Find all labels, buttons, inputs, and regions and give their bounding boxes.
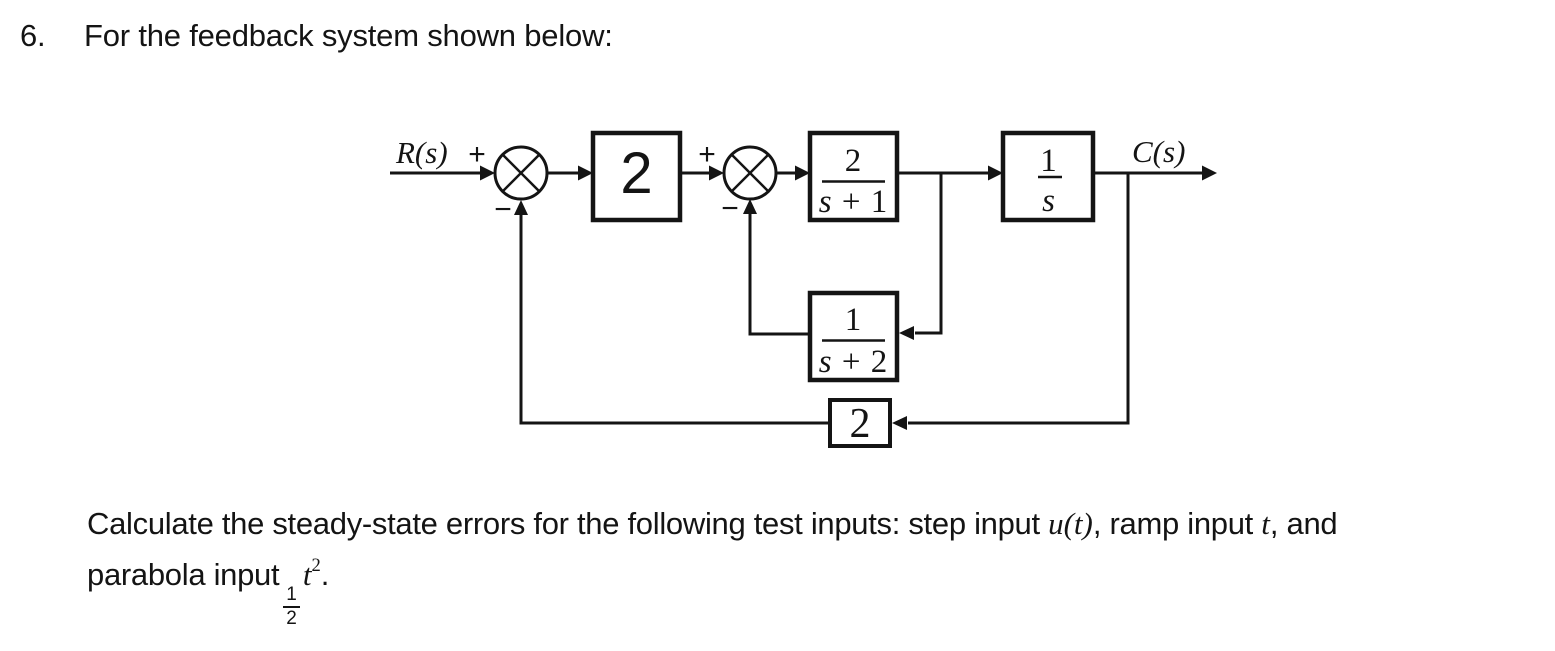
sum1-minus-sign: − (494, 193, 512, 226)
parabola-exponent: 2 (311, 555, 321, 576)
step-input-math: u(t) (1048, 506, 1093, 541)
feedback-block-gain-2-label: 2 (850, 401, 871, 447)
ramp-input-math: t (1261, 506, 1270, 541)
block-1-over-s-plus-2-box (807, 290, 900, 383)
summing-junction-2-circle (722, 145, 778, 201)
outer-feedback-takeoff-wire (908, 173, 1130, 425)
block-1-over-s-plus-2-numerator: 1 (845, 302, 863, 338)
g1-to-sum2-arrowhead (709, 165, 724, 181)
block-2-over-s-plus-1-denominator: s + 1 (819, 184, 888, 220)
output-arrowhead (1202, 165, 1217, 181)
block-2-over-s-plus-1-box (807, 130, 900, 223)
outer-feedback-into-sum1-arrowhead (514, 200, 528, 215)
inner-feedback-into-h1-arrowhead (899, 326, 914, 340)
block-2-over-s-plus-1: 2 s + 1 (807, 130, 900, 223)
block-1-over-s-plus-2: 1 s + 2 (807, 290, 900, 383)
sum2-plus-sign: + (698, 138, 716, 171)
block-gain-2-label: 2 (620, 141, 652, 206)
question-line1-mid: , ramp input (1092, 506, 1262, 541)
input-signal-label: R(s) (395, 135, 448, 170)
inner-feedback-takeoff-wire (915, 173, 943, 335)
question-line2-pre: parabola input (87, 557, 280, 592)
fraction-denominator: 2 (283, 605, 300, 630)
output-signal-label: C(s) (1132, 134, 1185, 169)
feedback-block-gain-2-box (828, 398, 892, 448)
sum1-plus-sign: + (468, 138, 486, 171)
question-line1-end: , and (1269, 506, 1338, 541)
question-text: Calculate the steady-state errors for th… (87, 506, 1338, 630)
question-line-1: Calculate the steady-state errors for th… (87, 506, 1338, 542)
block-gain-2-box (590, 130, 683, 223)
outer-feedback-return-wire (519, 214, 830, 425)
summing-junction-2: + − (698, 138, 778, 225)
problem-number: 6. (20, 18, 46, 53)
problem-prompt: For the feedback system shown below: (84, 18, 613, 53)
block-1-over-s-denominator: s (1042, 183, 1056, 219)
summing-junction-1-circle (493, 145, 549, 201)
block-gain-2: 2 (590, 130, 683, 223)
g2-to-g3-arrowhead (988, 165, 1003, 181)
block-1-over-s-box (1000, 130, 1096, 223)
input-arrowhead (480, 165, 495, 181)
block-1-over-s-numerator: 1 (1040, 143, 1058, 179)
sum2-to-g2-arrowhead (795, 165, 810, 181)
sum1-to-g1-arrowhead (578, 165, 593, 181)
denominator-rest: + 2 (833, 344, 889, 380)
sum2-minus-sign: − (721, 192, 739, 225)
summing-junction-2-cross (730, 153, 770, 193)
block-1-over-s: 1 s (1000, 130, 1096, 223)
outer-feedback-into-h2-arrowhead (892, 416, 907, 430)
question-line2-end: . (320, 557, 330, 592)
denominator-s: s (819, 344, 833, 380)
denominator-rest: + 1 (833, 184, 889, 220)
summing-junction-1: + − (468, 138, 549, 226)
summing-junction-1-cross (501, 153, 541, 193)
denominator-s: s (819, 184, 833, 220)
inner-feedback-return-wire (748, 213, 810, 336)
problem-heading: 6. For the feedback system shown below: (20, 18, 613, 54)
inner-feedback-into-sum2-arrowhead (743, 199, 757, 214)
block-2-over-s-plus-1-numerator: 2 (845, 143, 863, 179)
block-1-over-s-plus-2-denominator: s + 2 (819, 344, 888, 380)
denominator-s: s (1042, 183, 1056, 219)
parabola-input-math: t (302, 557, 312, 592)
feedback-block-gain-2: 2 (828, 398, 892, 448)
fraction-numerator: 1 (286, 584, 297, 605)
question-line1-pre: Calculate the steady-state errors for th… (87, 506, 1049, 541)
